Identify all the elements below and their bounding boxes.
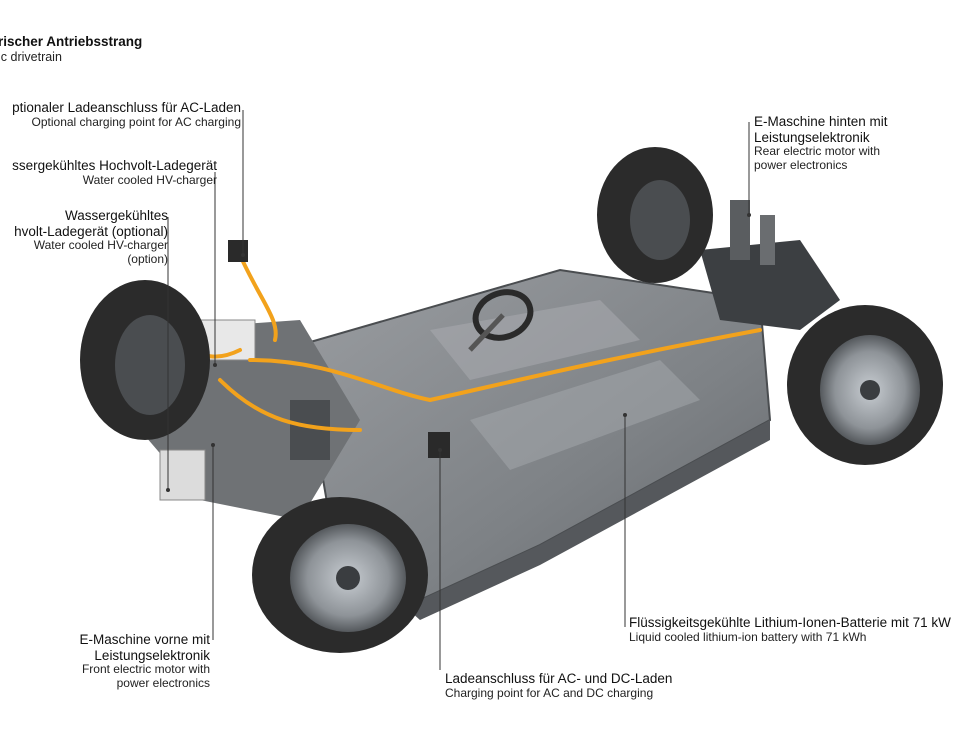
ac-charging-port xyxy=(228,240,248,262)
label-hv-charger-optional: Wassergekühltes hvolt-Ladegerät (optiona… xyxy=(14,208,168,267)
diagram-title: rischer Antriebsstrang ic drivetrain xyxy=(0,34,142,64)
label-hv-charger-en: Water cooled HV-charger xyxy=(82,172,217,187)
label-hv-charger-optional-en1: Water cooled HV-charger xyxy=(33,238,168,253)
label-ac-port-en: Optional charging point for AC charging xyxy=(31,114,241,129)
label-ac-dc-port-en: Charging point for AC and DC charging xyxy=(445,685,654,700)
wheel-rear-left xyxy=(597,147,713,283)
label-hv-charger: ssergekühltes Hochvolt-Ladegerät Water c… xyxy=(12,158,217,187)
label-rear-motor-en1: Rear electric motor with xyxy=(754,144,881,159)
label-front-motor-de2: Leistungselektronik xyxy=(94,647,210,663)
ac-dc-charging-port xyxy=(428,432,450,458)
label-ac-dc-port-de: Ladeanschluss für AC- und DC-Laden xyxy=(445,671,673,686)
label-hv-charger-optional-de1: Wassergekühltes xyxy=(64,208,168,223)
label-rear-motor-en2: power electronics xyxy=(754,157,848,172)
label-battery-de: Flüssigkeitsgekühlte Lithium-Ionen-Batte… xyxy=(629,615,951,630)
leader-dots xyxy=(166,213,751,492)
label-hv-charger-optional-de2: hvolt-Ladegerät (optional) xyxy=(14,223,168,239)
steering-wheel xyxy=(468,289,534,352)
hv-cables xyxy=(178,253,762,432)
label-front-motor-en2: power electronics xyxy=(116,675,210,690)
label-ac-dc-port: Ladeanschluss für AC- und DC-Laden Charg… xyxy=(445,671,672,700)
label-battery: Flüssigkeitsgekühlte Lithium-Ionen-Batte… xyxy=(629,615,978,644)
label-rear-motor-de2: Leistungselektronik xyxy=(754,129,870,145)
wheel-front-left xyxy=(80,280,210,440)
wheel-front-right xyxy=(252,497,428,653)
title-de: rischer Antriebsstrang xyxy=(0,34,143,49)
label-rear-motor-de1: E-Maschine hinten mit xyxy=(754,114,888,129)
rear-motor-assembly xyxy=(700,200,840,330)
label-battery-en: Liquid cooled lithium-ion battery with 7… xyxy=(629,629,867,644)
label-front-motor-de1: E-Maschine vorne mit xyxy=(79,632,210,647)
wheel-rear-right xyxy=(787,305,943,465)
label-front-motor: E-Maschine vorne mit Leistungselektronik… xyxy=(79,632,210,691)
label-ac-port: ptionaler Ladeanschluss für AC-Laden Opt… xyxy=(12,100,241,129)
label-ac-port-de: ptionaler Ladeanschluss für AC-Laden xyxy=(12,100,241,115)
label-front-motor-en1: Front electric motor with xyxy=(81,662,210,677)
label-hv-charger-optional-en2: (option) xyxy=(127,251,168,266)
title-en: ic drivetrain xyxy=(0,49,62,64)
label-rear-motor: E-Maschine hinten mit Leistungselektroni… xyxy=(754,114,888,173)
leader-lines xyxy=(167,110,750,670)
label-hv-charger-de: ssergekühltes Hochvolt-Ladegerät xyxy=(12,158,217,173)
